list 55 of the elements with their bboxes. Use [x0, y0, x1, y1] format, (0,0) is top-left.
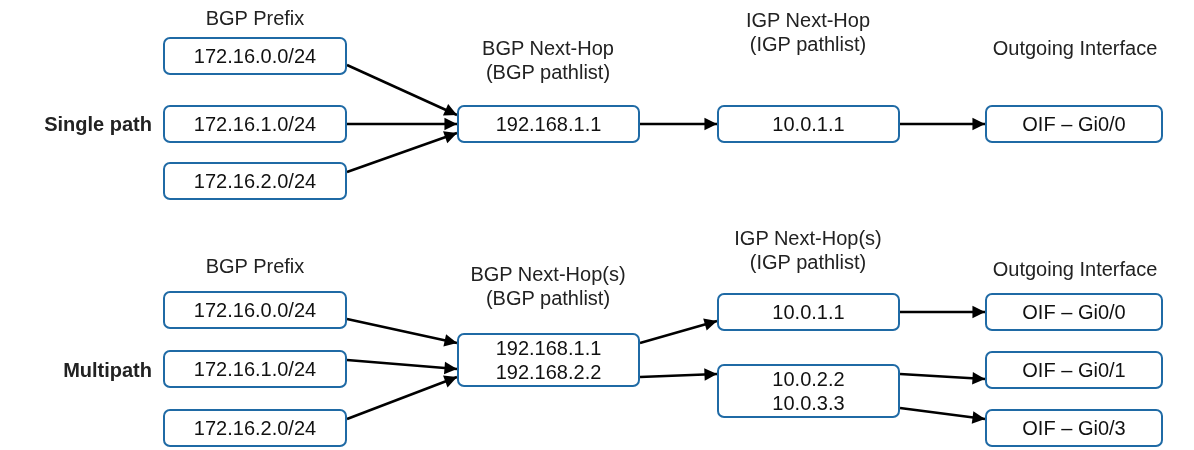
arrow — [346, 375, 458, 421]
node-label: 172.16.1.0/24 — [193, 357, 317, 381]
arrow — [640, 117, 718, 131]
arrow — [899, 372, 986, 385]
node-label: 192.168.1.1 — [495, 336, 602, 360]
row-label: Multipath — [62, 358, 152, 382]
column-heading: Outgoing Interface — [991, 257, 1159, 281]
column-heading: BGP Next-Hop (BGP pathlist) — [481, 36, 615, 84]
node-label: OIF – Gi0/0 — [1022, 300, 1126, 324]
node-label: 10.0.1.1 — [772, 300, 845, 324]
node-label: OIF – Gi0/1 — [1022, 358, 1126, 382]
node-label: 172.16.1.0/24 — [193, 112, 317, 136]
arrow — [639, 368, 718, 381]
node-label: 10.0.1.1 — [772, 112, 845, 136]
arrow — [346, 131, 458, 174]
column-heading: BGP Next-Hop(s) (BGP pathlist) — [469, 262, 627, 310]
arrow — [346, 358, 458, 375]
arrow — [899, 406, 986, 424]
node-label: 172.16.2.0/24 — [193, 169, 317, 193]
node-label: 192.168.2.2 — [495, 360, 602, 384]
arrow — [346, 317, 458, 347]
node-label: 192.168.1.1 — [495, 112, 602, 136]
address-box — [163, 291, 347, 329]
address-box — [985, 409, 1163, 447]
node-label: 10.0.3.3 — [772, 391, 845, 415]
node-label: OIF – Gi0/3 — [1022, 416, 1126, 440]
address-box — [985, 105, 1163, 143]
address-box — [163, 162, 347, 200]
column-heading: BGP Prefix — [204, 254, 306, 278]
address-box — [717, 293, 900, 331]
column-heading: BGP Prefix — [204, 6, 306, 30]
address-box — [985, 293, 1163, 331]
node-label: 172.16.0.0/24 — [193, 44, 317, 68]
address-box — [457, 333, 640, 387]
arrow — [639, 318, 718, 345]
column-heading: IGP Next-Hop (IGP pathlist) — [744, 8, 872, 56]
address-box — [457, 105, 640, 143]
column-heading: Outgoing Interface — [991, 36, 1159, 60]
address-box — [163, 105, 347, 143]
address-box — [163, 409, 347, 447]
arrow — [347, 117, 458, 131]
address-box — [985, 351, 1163, 389]
node-label: OIF – Gi0/0 — [1022, 112, 1126, 136]
column-heading: IGP Next-Hop(s) (IGP pathlist) — [733, 226, 883, 274]
node-label: 172.16.0.0/24 — [193, 298, 317, 322]
node-label: 172.16.2.0/24 — [193, 416, 317, 440]
address-box — [717, 364, 900, 418]
address-box — [717, 105, 900, 143]
node-label: 10.0.2.2 — [772, 367, 845, 391]
address-box — [163, 37, 347, 75]
row-label: Single path — [43, 112, 152, 136]
arrow — [900, 117, 986, 131]
address-box — [163, 350, 347, 388]
arrow — [346, 63, 458, 117]
arrow — [900, 305, 986, 319]
